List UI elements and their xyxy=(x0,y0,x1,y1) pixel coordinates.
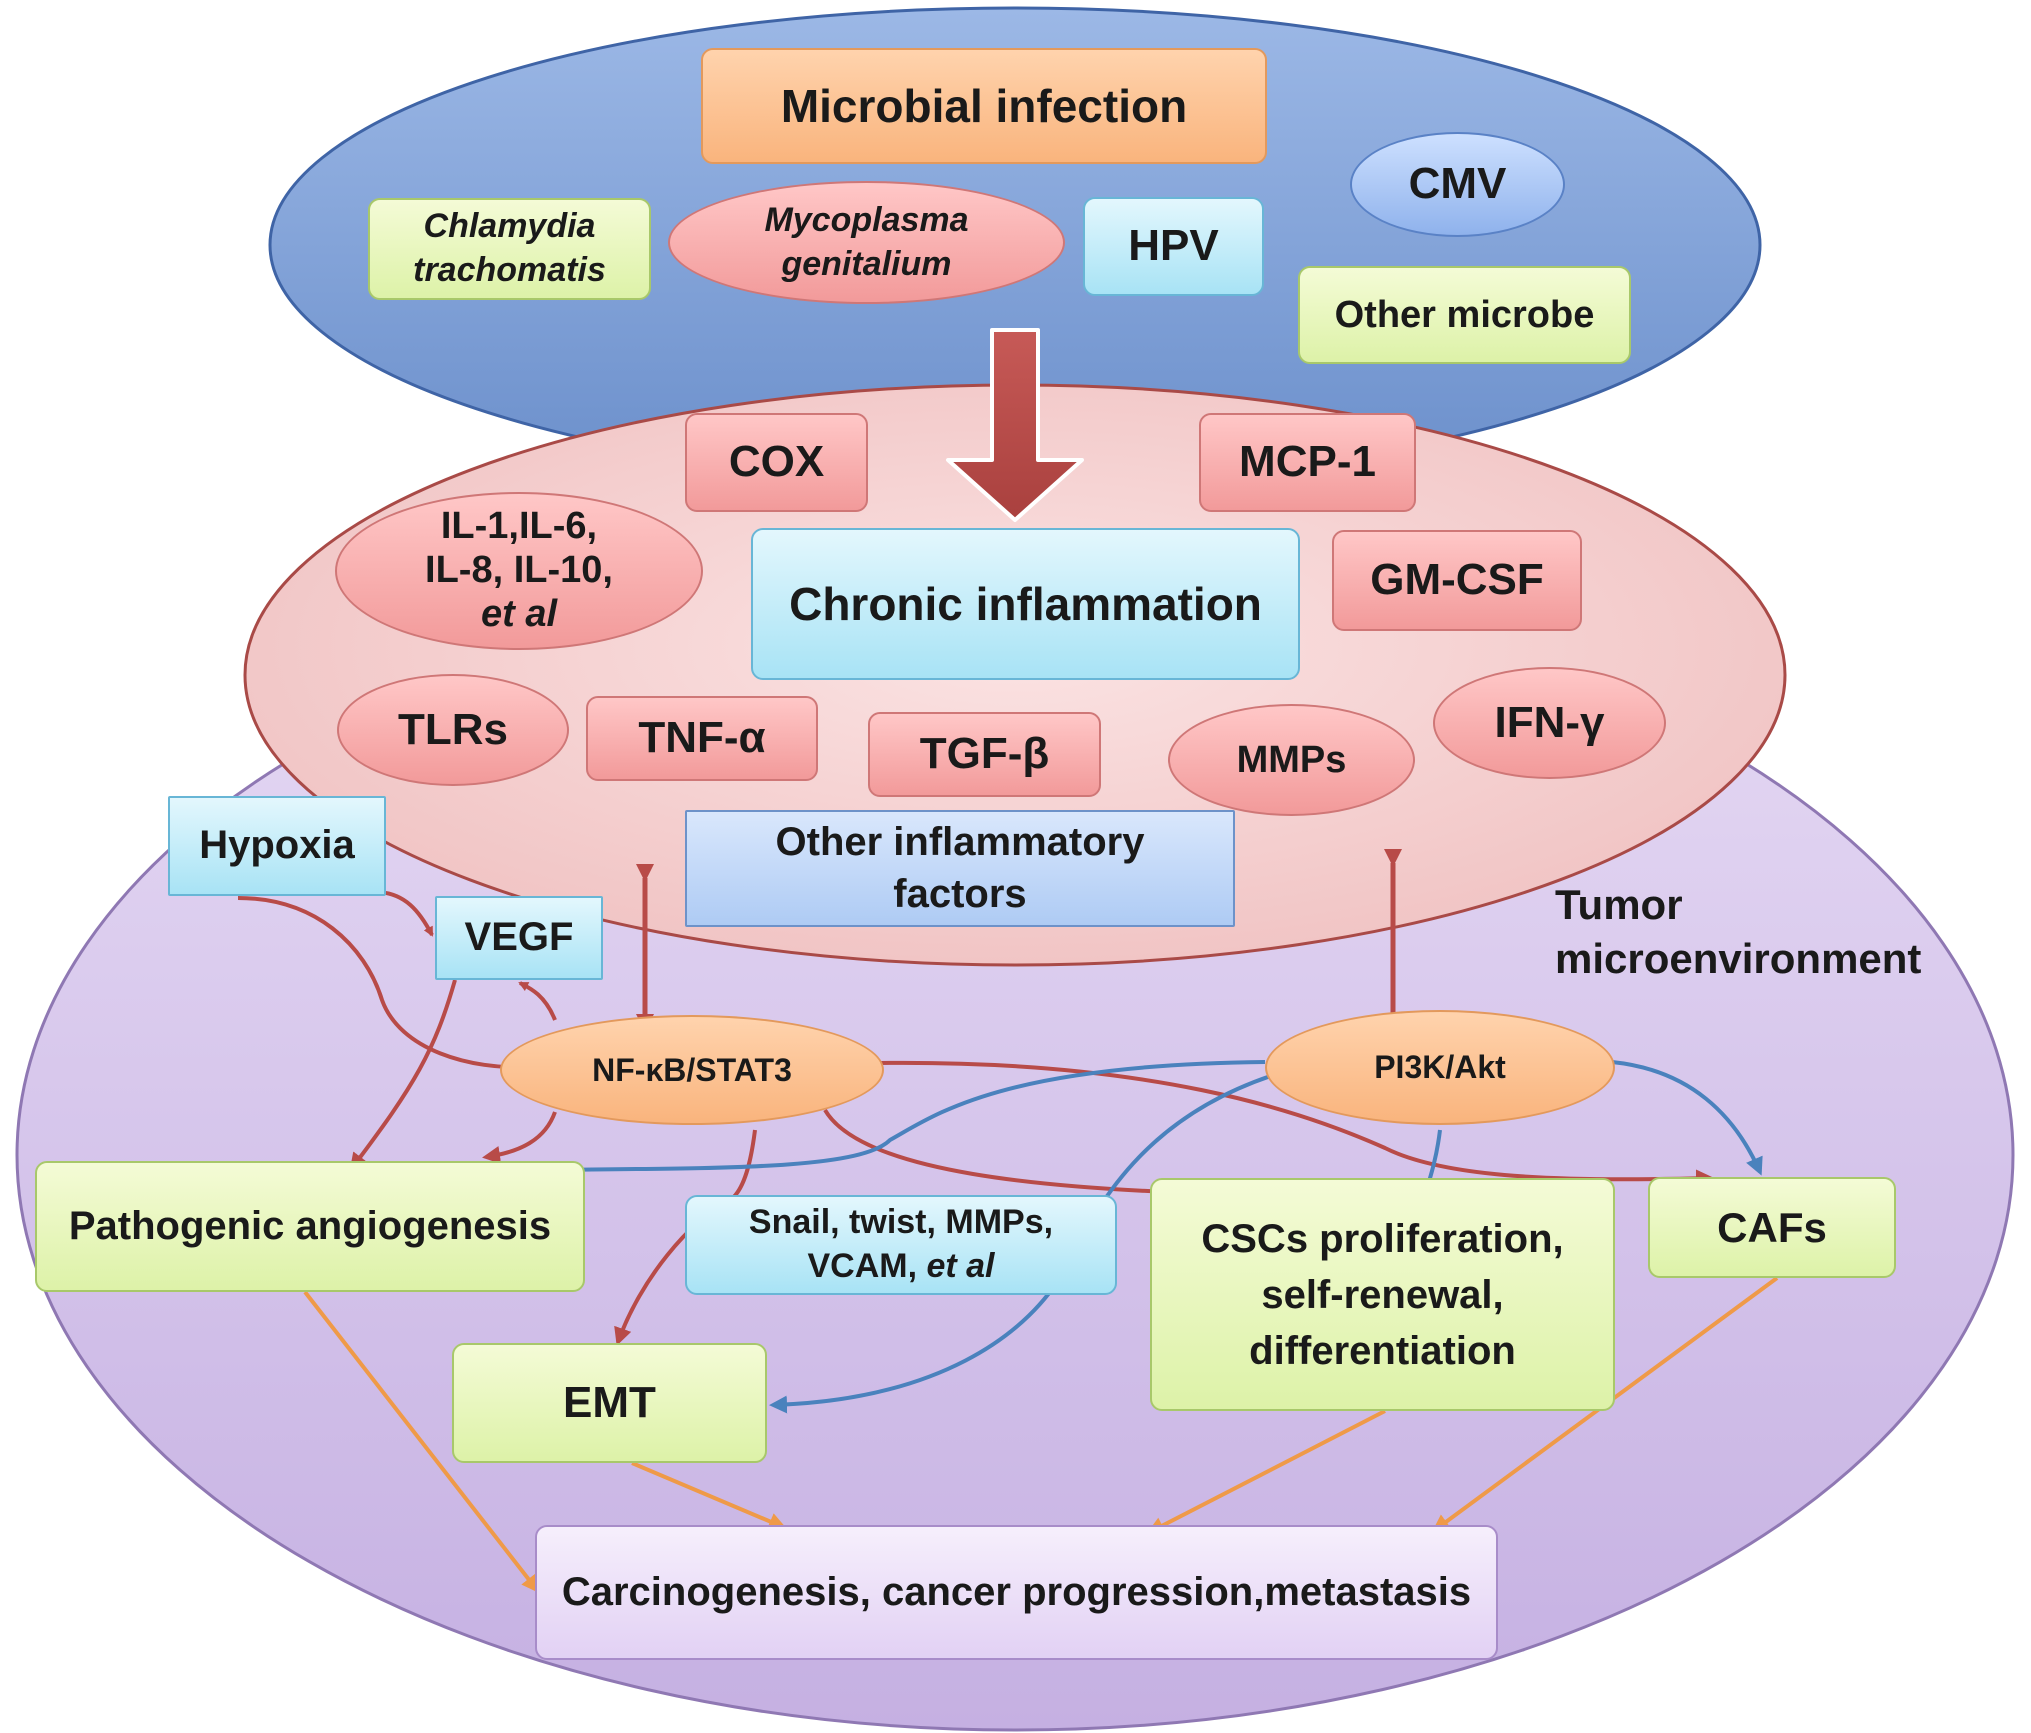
pathogenic-angiogenesis-box: Pathogenic angiogenesis xyxy=(35,1161,585,1292)
vegf-to-angiogenesis-arrow xyxy=(349,979,457,1172)
pi3k-to-angiogenesis-arrow xyxy=(536,1060,1266,1179)
hpv-box: HPV xyxy=(1083,197,1264,296)
chlamydia-trachomatis-box: Chlamydia trachomatis xyxy=(368,198,651,300)
emt-mediators-box: Snail, twist, MMPs, VCAM, et al xyxy=(685,1195,1117,1295)
chlamydia-line1: Chlamydia xyxy=(423,207,596,246)
tnfa-text: TNF-α xyxy=(638,713,766,763)
hypoxia-box: Hypoxia xyxy=(168,796,386,896)
cox-box: COX xyxy=(685,413,868,512)
cafs-box: CAFs xyxy=(1648,1177,1896,1278)
emt-mediators-line1: Snail, twist, MMPs, xyxy=(748,1203,1054,1242)
other-microbe-box: Other microbe xyxy=(1298,266,1631,364)
chronic-inflammation-text: Chronic inflammation xyxy=(789,577,1262,630)
tumor-label-line1: Tumor xyxy=(1555,881,1683,928)
chronic-inflammation-box: Chronic inflammation xyxy=(751,528,1300,680)
tnfa-box: TNF-α xyxy=(586,696,818,781)
other-inflammatory-factors-box: Other inflammatory factors xyxy=(685,810,1235,927)
pathogenic-angiogenesis-text: Pathogenic angiogenesis xyxy=(68,1203,552,1248)
emt-mediators-line2: VCAM, et al xyxy=(807,1245,994,1289)
mycoplasma-genitalium-oval: Mycoplasma genitalium xyxy=(668,181,1065,304)
emt-box: EMT xyxy=(452,1343,767,1463)
pi3k-akt-oval: PI3K/Akt xyxy=(1265,1010,1615,1125)
other-inflammatory-line1: Other inflammatory xyxy=(775,820,1145,865)
cscs-line1: CSCs proliferation, xyxy=(1201,1216,1564,1261)
tlrs-oval: TLRs xyxy=(337,674,569,786)
microbial-infection-title: Microbial infection xyxy=(701,48,1267,164)
carcinogenesis-outcome-text: Carcinogenesis, cancer progression,metas… xyxy=(561,1569,1472,1614)
chlamydia-line2: trachomatis xyxy=(413,251,606,289)
interleukins-line2: IL-8, IL-10, xyxy=(425,549,613,592)
mmps-oval: MMPs xyxy=(1168,704,1415,816)
pi3k-to-cafs-arrow xyxy=(1611,1060,1763,1176)
mycoplasma-line2: genitalium xyxy=(781,244,952,283)
tumor-microenvironment-label: Tumor microenvironment xyxy=(1555,878,2005,998)
ifng-oval: IFN-γ xyxy=(1433,667,1666,779)
gmcsf-box: GM-CSF xyxy=(1332,530,1582,631)
interleukins-oval: IL-1,IL-6, IL-8, IL-10, et al xyxy=(335,492,703,650)
angiogenesis-to-outcome-arrow xyxy=(303,1290,540,1594)
tgfb-text: TGF-β xyxy=(919,729,1050,779)
mycoplasma-line1: Mycoplasma xyxy=(764,200,969,239)
emt-mediators-line2-b: et al xyxy=(926,1247,995,1285)
hpv-text: HPV xyxy=(1128,221,1219,271)
cscs-to-outcome-arrow xyxy=(1146,1409,1386,1534)
interleukins-line1: IL-1,IL-6, xyxy=(440,505,598,548)
hypoxia-text: Hypoxia xyxy=(199,823,355,868)
cscs-box: CSCs proliferation, self-renewal, differ… xyxy=(1150,1178,1615,1411)
nfkb-to-vegf-arrow xyxy=(518,981,557,1021)
carcinogenesis-outcome-box: Carcinogenesis, cancer progression,metas… xyxy=(535,1525,1498,1660)
nfkb-stat3-oval: NF-κB/STAT3 xyxy=(500,1015,884,1125)
other-inflammatory-line2: factors xyxy=(893,871,1027,916)
other-microbe-text: Other microbe xyxy=(1334,293,1595,336)
tumor-label-line2: microenvironment xyxy=(1555,934,1922,982)
mcp1-text: MCP-1 xyxy=(1239,437,1376,487)
nfkb-to-angiogenesis-arrow xyxy=(482,1111,557,1164)
emt-mediators-line2-a: VCAM, xyxy=(807,1247,927,1285)
ifng-text: IFN-γ xyxy=(1494,697,1605,747)
cscs-line3: differentiation xyxy=(1249,1328,1516,1373)
vegf-text: VEGF xyxy=(464,915,574,960)
tgfb-box: TGF-β xyxy=(868,712,1101,797)
gmcsf-text: GM-CSF xyxy=(1370,555,1544,605)
emt-text: EMT xyxy=(563,1377,656,1427)
cox-text: COX xyxy=(728,437,825,487)
emt-to-outcome-arrow xyxy=(631,1461,787,1530)
mmps-text: MMPs xyxy=(1236,738,1347,781)
infection-to-inflammation-arrow xyxy=(946,328,1084,522)
vegf-box: VEGF xyxy=(435,896,603,980)
interleukins-line3: et al xyxy=(480,592,558,635)
mcp1-box: MCP-1 xyxy=(1199,413,1416,512)
microbial-infection-title-text: Microbial infection xyxy=(780,79,1188,132)
pi3k-akt-text: PI3K/Akt xyxy=(1374,1049,1506,1086)
cscs-line2: self-renewal, xyxy=(1261,1272,1504,1317)
cmv-oval: CMV xyxy=(1350,132,1565,237)
tlrs-text: TLRs xyxy=(398,704,508,754)
hypoxia-to-nfkb-arrow xyxy=(237,896,534,1077)
cafs-text: CAFs xyxy=(1717,1203,1827,1251)
nfkb-stat3-text: NF-κB/STAT3 xyxy=(592,1051,792,1088)
cmv-text: CMV xyxy=(1408,159,1507,209)
